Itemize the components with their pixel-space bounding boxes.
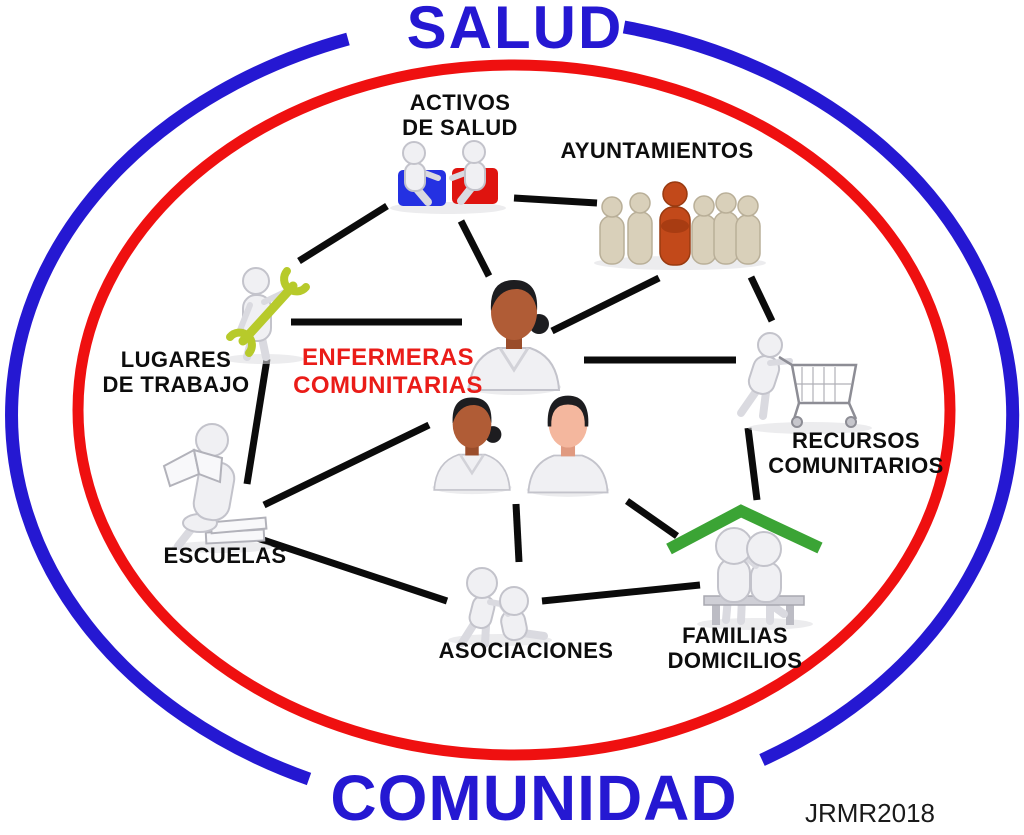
label-activos-de-salud: ACTIVOS DE SALUD [402,90,518,141]
edge-asociaciones-familias [541,581,701,605]
label-escuelas: ESCUELAS [164,543,287,568]
ayuntamientos-figures-icon [594,181,766,270]
label-line: RECURSOS [792,428,920,453]
label-line: ESCUELAS [163,543,287,568]
label-line: COMUNITARIOS [768,453,944,479]
label-line: ENFERMERAS [301,344,474,371]
edge-recursos-familias [744,427,761,501]
recursos-figure-icon [737,332,872,434]
edge-escuelas-asociaciones [252,533,449,605]
label-line: AYUNTAMIENTOS [560,138,754,163]
nurse-bust-2 [431,396,513,496]
outer-blue-ring [5,20,1020,786]
lugares-figure-icon [224,267,310,364]
edge-enfermeras-ayuntamientos [550,274,661,335]
label-line: DOMICILIOS [667,648,803,674]
edge-lugares-escuelas [243,358,271,485]
familias-figures-icon [666,504,823,630]
escuelas-figure-icon [162,423,272,553]
label-enfermeras-comunitarias: ENFERMERAS COMUNITARIAS [293,344,483,399]
edge-enfermeras-familias [624,498,680,539]
asociaciones-figures-icon [448,567,552,648]
label-line: DE SALUD [402,115,518,141]
signature: JRMR2018 [804,798,936,828]
edge-lugares-activos [297,203,389,264]
label-line: ACTIVOS [409,90,511,115]
edge-ayuntamientos-recursos [747,275,776,323]
activos-figures-icon [390,140,506,214]
label-line: DE TRABAJO [102,372,250,398]
inner-red-ring [72,59,956,761]
title-salud: SALUD [406,0,624,61]
edge-enfermeras-asociaciones [512,503,523,563]
label-line: ASOCIACIONES [438,638,614,663]
edge-activos-enfermeras [457,219,493,278]
label-familias-domicilios: FAMILIAS DOMICILIOS [668,623,803,674]
label-line: FAMILIAS [682,623,788,648]
label-asociaciones: ASOCIACIONES [439,638,614,663]
label-ayuntamientos: AYUNTAMIENTOS [560,138,753,163]
edge-escuelas-enfermeras [262,421,431,509]
green-roof-icon [666,504,823,555]
edge-activos-ayuntamientos [513,194,598,207]
label-recursos-comunitarios: RECURSOS COMUNITARIOS [768,428,944,479]
label-line: COMUNITARIAS [293,371,483,399]
nurse-bust-3 [525,394,611,498]
connection-lines [243,194,776,605]
label-line: LUGARES [120,347,232,372]
label-lugares-de-trabajo: LUGARES DE TRABAJO [102,347,249,398]
title-comunidad: COMUNIDAD [330,762,738,834]
shopping-cart-icon [778,355,858,428]
